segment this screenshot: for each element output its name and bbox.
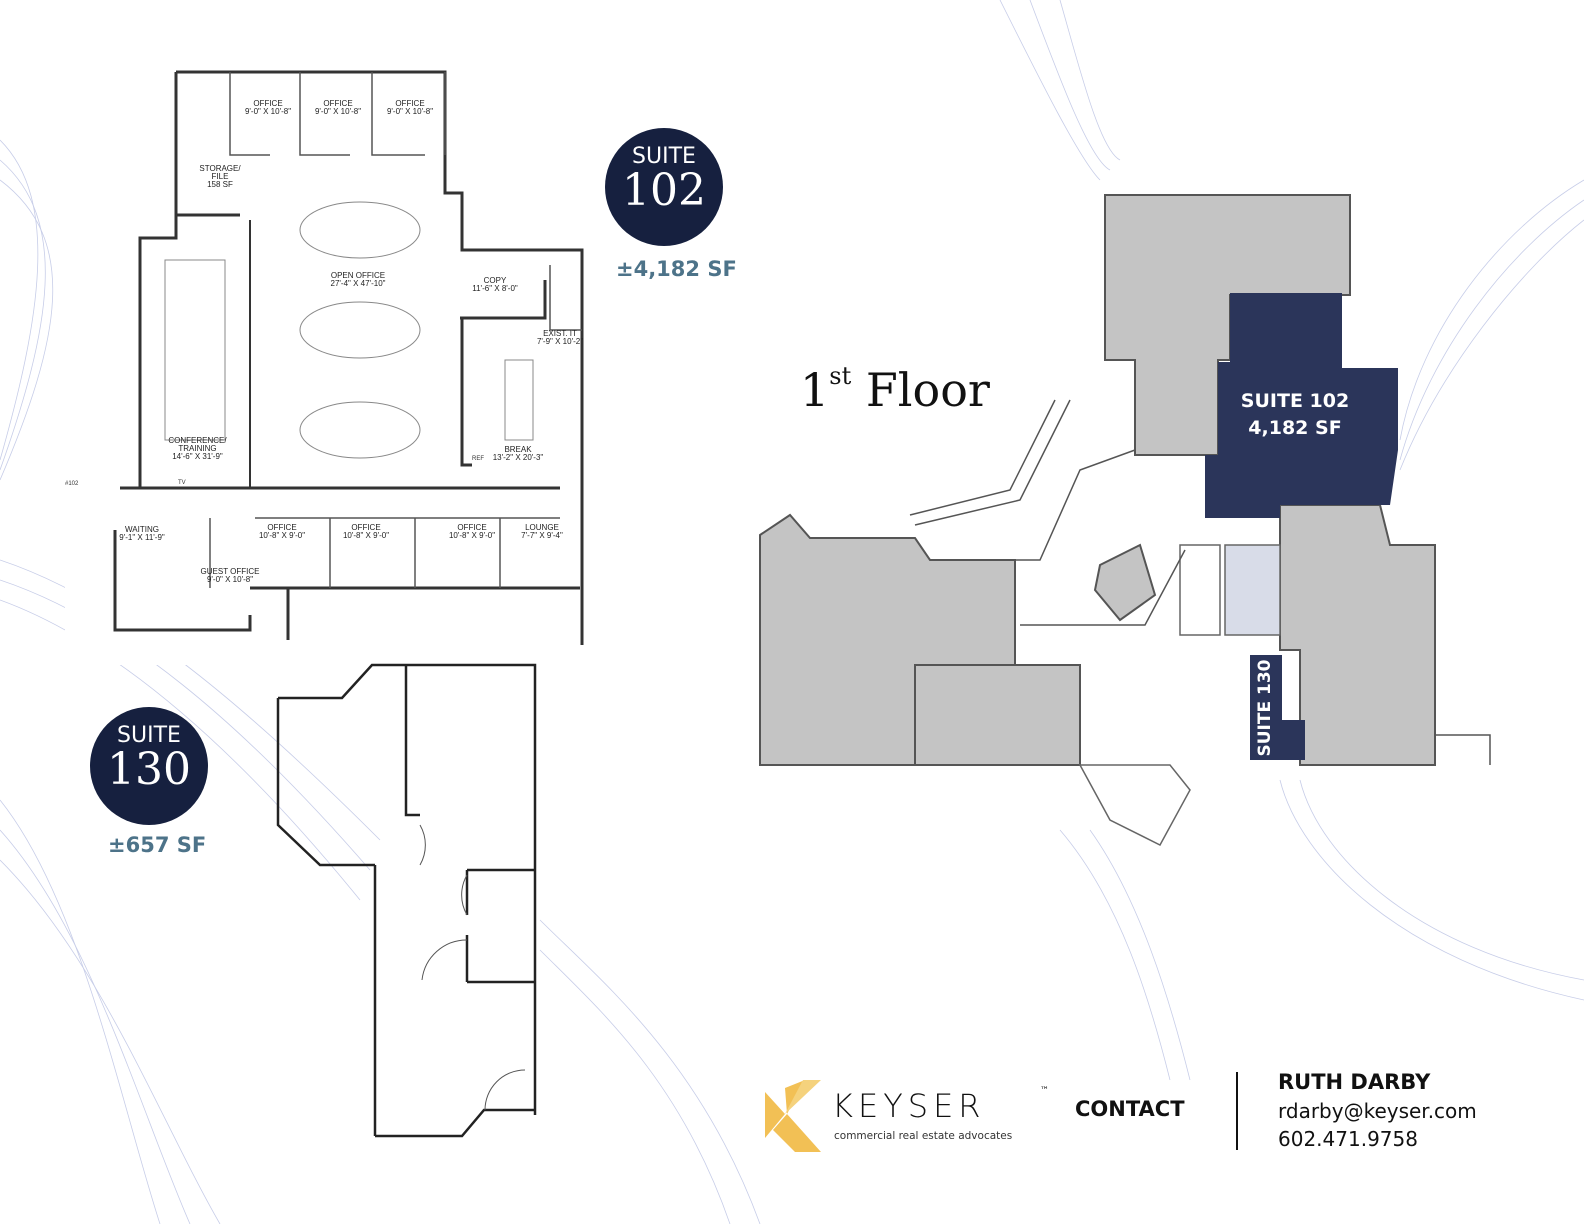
suite-102-area: ±4,182 SF — [616, 257, 737, 281]
contact-phone[interactable]: 602.471.9758 — [1278, 1127, 1418, 1151]
ref-label: REF — [472, 456, 484, 462]
suite-130-highlight-label: SUITE 130 — [1255, 659, 1275, 757]
contact-label: CONTACT — [1075, 1097, 1185, 1121]
door-number: #102 — [65, 481, 79, 487]
divider — [1236, 1072, 1238, 1150]
suite-102-highlight-label: SUITE 102 4,182 SF — [1240, 390, 1350, 439]
suite-130-floorplan — [276, 663, 537, 1138]
suite-102-floorplan: #102 TV REF — [65, 40, 620, 665]
building-floorplan — [759, 194, 1491, 846]
suite-130-badge: SUITE 130 — [90, 707, 208, 825]
suite-102-badge: SUITE 102 — [605, 128, 723, 246]
brand-tagline: commercial real estate advocates — [834, 1130, 1013, 1142]
trademark: ™ — [1040, 1086, 1049, 1096]
tv-label: TV — [178, 480, 186, 486]
contact-name: RUTH DARBY — [1278, 1070, 1431, 1094]
brand-name: KEYSER — [832, 1087, 986, 1125]
suite-130-area: ±657 SF — [108, 833, 207, 857]
contact-email[interactable]: rdarby@keyser.com — [1278, 1099, 1477, 1123]
floor-title: 1st Floor — [800, 362, 990, 417]
keyser-logo-icon — [765, 1080, 821, 1152]
